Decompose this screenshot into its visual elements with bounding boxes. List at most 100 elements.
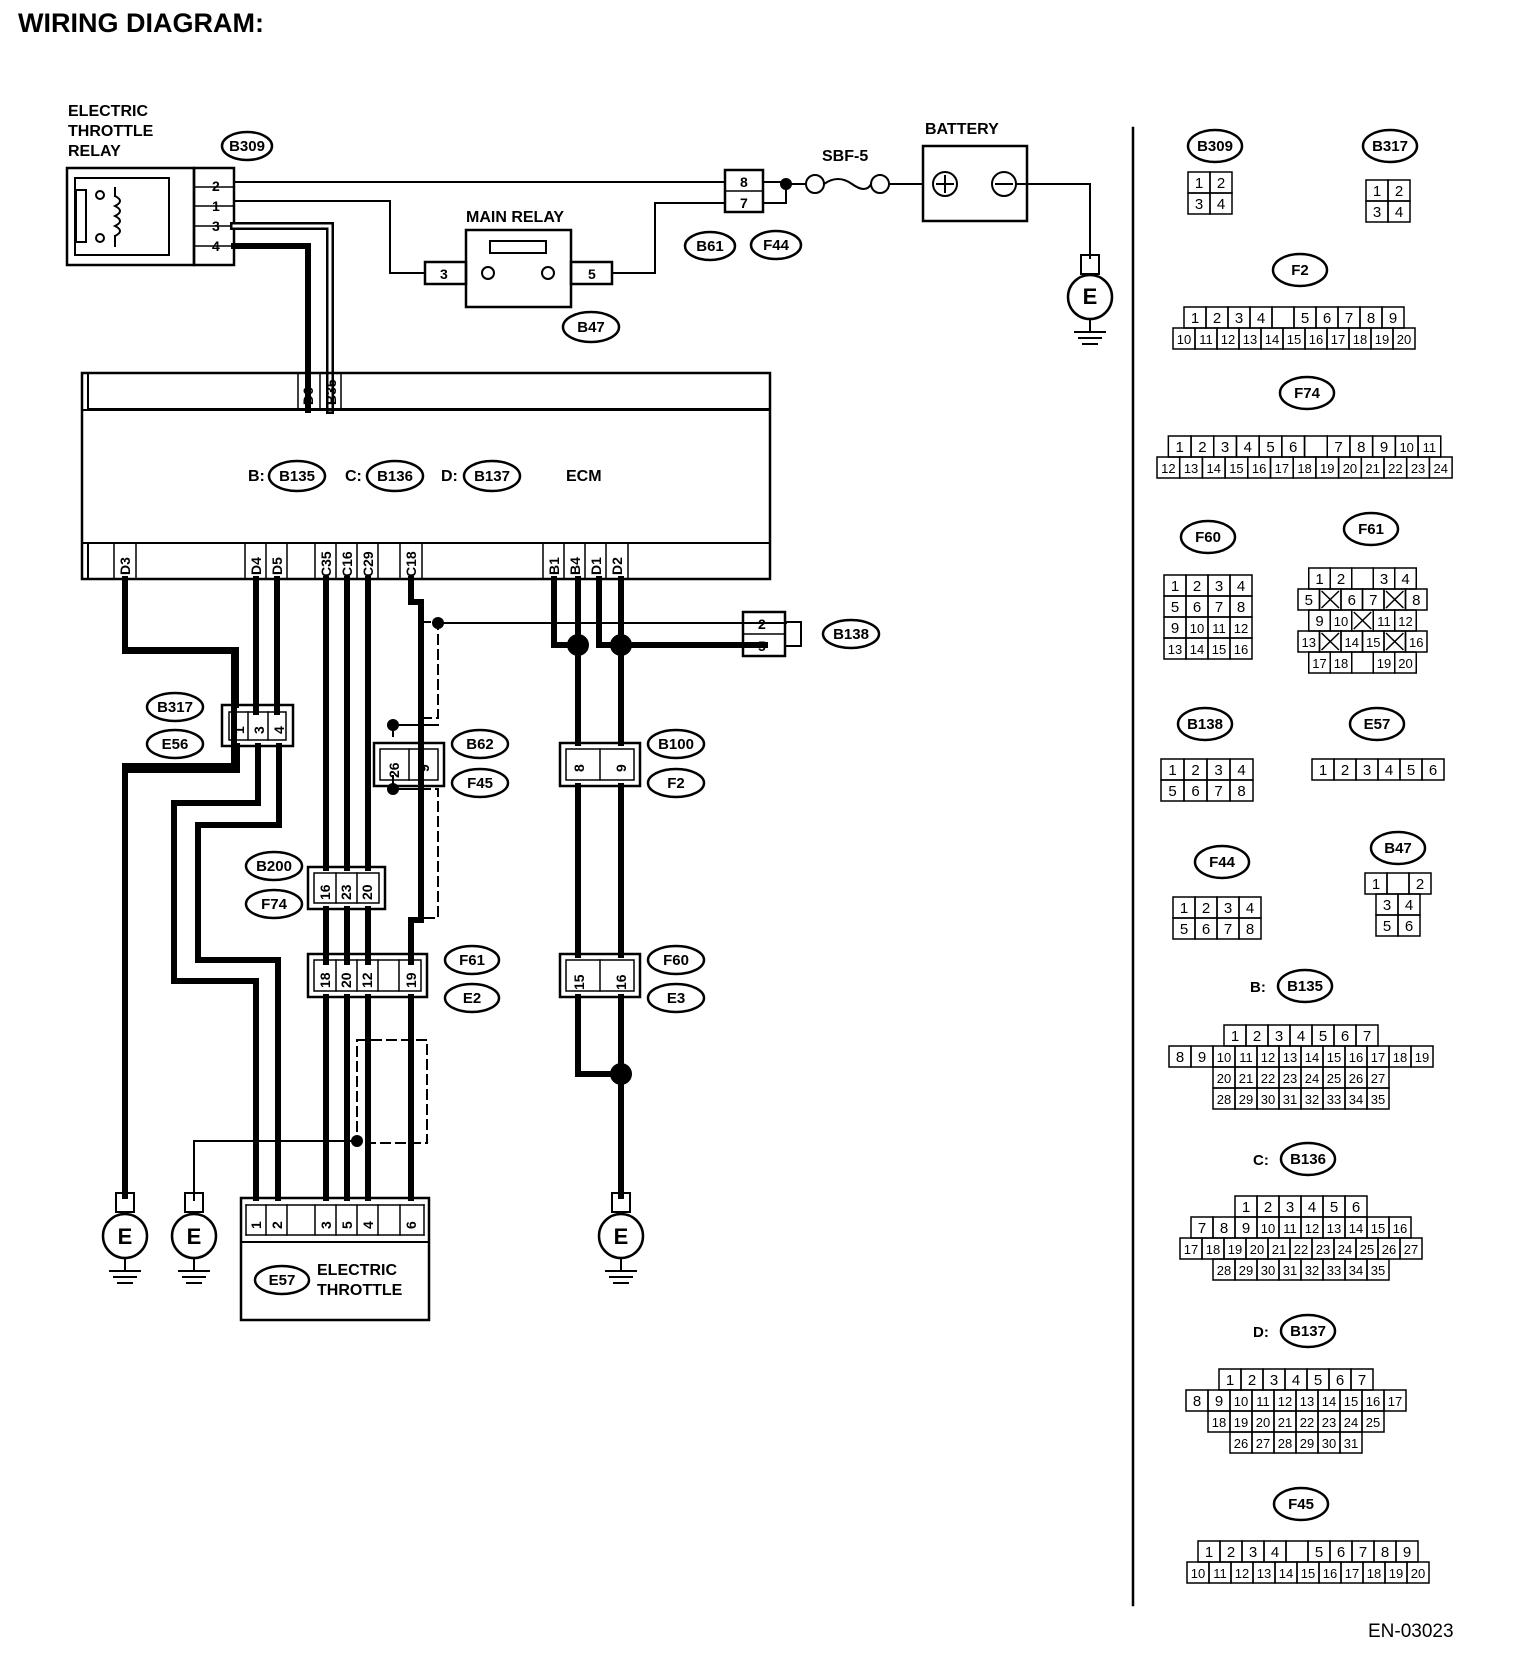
e57-pin-5: 5 <box>339 1221 355 1229</box>
connector-pin-number: 18 <box>1206 1242 1220 1257</box>
connector-pin-number: 1 <box>1195 175 1203 192</box>
connector-pin-number: 6 <box>1323 310 1331 327</box>
connector-pin-number: 16 <box>1234 642 1248 657</box>
ground-left-1 <box>101 1192 149 1284</box>
connector-pin-number: 2 <box>1213 310 1221 327</box>
connector-pin-number: 5 <box>1266 439 1274 456</box>
b138-pin-2: 2 <box>758 616 766 632</box>
connector-cell <box>1366 1258 1390 1281</box>
connector-pin-number: 31 <box>1344 1436 1358 1451</box>
connector-pin-number: 27 <box>1256 1436 1270 1451</box>
connector-cell <box>1421 758 1445 781</box>
connector-pin-number: 7 <box>1334 439 1342 456</box>
connector-pin-number: 4 <box>1246 900 1254 917</box>
connector-pin-number: 13 <box>1300 1394 1314 1409</box>
wire-relay3-ecm-b35 <box>230 222 334 414</box>
b138-pin-5: 5 <box>758 638 766 654</box>
connector-pin-number: 20 <box>1343 461 1357 476</box>
connector-pin-number: 1 <box>1176 439 1184 456</box>
connector-view-prefix: D: <box>1253 1324 1269 1341</box>
connector-pin-number: 6 <box>1202 921 1210 938</box>
connector-pin-number: 22 <box>1294 1242 1308 1257</box>
connector-pin-number: 10 <box>1190 621 1204 636</box>
connector-cell <box>1394 651 1417 674</box>
wire-c18 <box>408 576 424 965</box>
connector-view-id: B47 <box>1384 840 1412 857</box>
connector-pin-number: 3 <box>1286 1199 1294 1216</box>
connector-pin-number: 33 <box>1327 1092 1341 1107</box>
connector-pin-number: 3 <box>1221 439 1229 456</box>
wire-b317-1-ground <box>122 743 240 1199</box>
connector-pin-number: 33 <box>1327 1263 1341 1278</box>
connector-pin-number: 17 <box>1388 1394 1402 1409</box>
connector-pin-number: 5 <box>1407 762 1415 779</box>
connector-pin-number: 19 <box>1415 1050 1429 1065</box>
diagram-title: WIRING DIAGRAM: <box>18 8 264 38</box>
ground-left-1-label: E <box>118 1224 133 1249</box>
wire-b317-3 <box>171 743 261 1201</box>
e56-label: E56 <box>162 736 189 753</box>
connector-pin-number: 35 <box>1371 1263 1385 1278</box>
connector-cell <box>1209 192 1233 215</box>
f60-connector <box>558 952 642 999</box>
connector-pin-number: 3 <box>1195 196 1203 213</box>
wire-e57-shield-ground <box>193 1140 358 1201</box>
connector-pin-number: 2 <box>1341 762 1349 779</box>
connector-cell <box>1428 456 1453 479</box>
connector-pin-number: 11 <box>1377 614 1391 629</box>
connector-cell <box>1410 1045 1434 1068</box>
connector-pin-number: 3 <box>1380 571 1388 588</box>
connector-cell <box>1361 1410 1385 1433</box>
connector-cell <box>1229 779 1254 802</box>
connector-view-id: B135 <box>1287 978 1323 995</box>
connector-pin-number: 14 <box>1349 1221 1363 1236</box>
connector-pin-number: 21 <box>1272 1242 1286 1257</box>
connector-pin-number: 12 <box>1398 614 1412 629</box>
connector-pin-number: 2 <box>1248 1372 1256 1389</box>
connector-pin-number: 14 <box>1305 1050 1319 1065</box>
f44-label: F44 <box>763 237 790 254</box>
fuse-sbf5 <box>805 174 924 194</box>
connector-pin-number: 21 <box>1239 1071 1253 1086</box>
b138-label: B138 <box>833 626 869 643</box>
b62-oval <box>450 728 510 760</box>
connector-pin-number: 31 <box>1283 1263 1297 1278</box>
connector-pin-number: 3 <box>1249 1544 1257 1561</box>
connector-pin-number: 30 <box>1261 1263 1275 1278</box>
connector-pin-number: 23 <box>1316 1242 1330 1257</box>
b100-pin-9: 9 <box>613 764 629 772</box>
connector-pin-number: 11 <box>1239 1050 1253 1065</box>
connector-pin-number: 7 <box>1215 599 1223 616</box>
connector-pin-number: 16 <box>1393 1221 1407 1236</box>
electric-throttle-label-1: ELECTRIC <box>317 1262 397 1279</box>
connector-pin-number: 31 <box>1283 1092 1297 1107</box>
ecm-pin-b35: B35 <box>323 379 339 405</box>
b61-connector <box>723 168 765 214</box>
connector-pin-number: 1 <box>1231 1028 1239 1045</box>
wire-relay4-ecm-d6 <box>231 243 311 413</box>
connector-pin-number: 10 <box>1399 440 1413 455</box>
connector-pin-number: 12 <box>1261 1050 1275 1065</box>
connector-pin-number: 26 <box>1234 1436 1248 1451</box>
connector-pin-number: 24 <box>1434 461 1448 476</box>
f74-label: F74 <box>261 896 288 913</box>
connector-pin-number: 6 <box>1348 592 1356 609</box>
b200-pin-23: 23 <box>338 884 354 900</box>
connector-view-oval <box>1279 1141 1337 1177</box>
connector-pin-number: 34 <box>1349 1092 1363 1107</box>
connector-pin-number: 13 <box>1257 1566 1271 1581</box>
wire-relay1-mainrelay3 <box>233 200 426 274</box>
battery-label: BATTERY <box>925 121 999 138</box>
connector-pin-number: 11 <box>1212 621 1226 636</box>
connector-pin-number: 3 <box>1214 762 1222 779</box>
connector-pin-number: 8 <box>1237 783 1245 800</box>
connector-pin-number: 1 <box>1171 578 1179 595</box>
connector-pin-number: 8 <box>1357 439 1365 456</box>
connector-pin-number: 2 <box>1193 578 1201 595</box>
